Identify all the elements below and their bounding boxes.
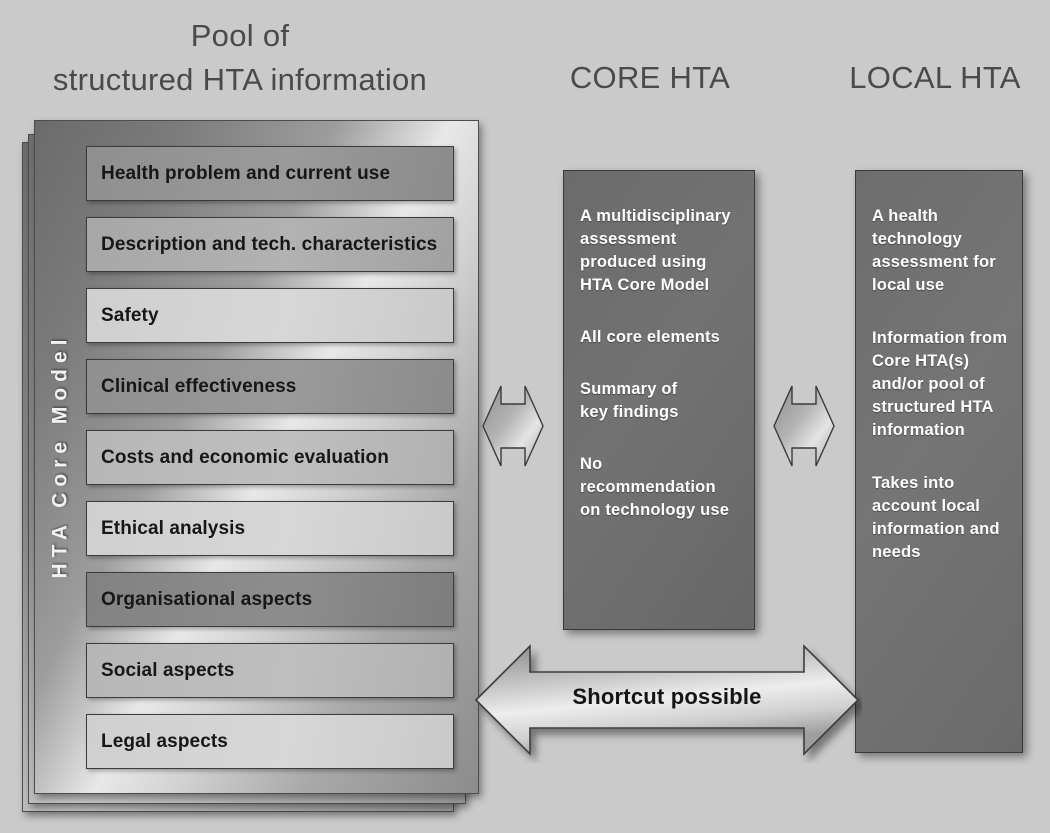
pool-row-label: Social aspects [101, 659, 235, 681]
pool-row-safety[interactable]: Safety [86, 288, 454, 343]
pool-row-label: Legal aspects [101, 730, 228, 752]
pool-panel-stack: HTA Core Model Health problem and curren… [22, 120, 479, 812]
double-arrow-icon [481, 378, 545, 474]
local-hta-block: A health technology assessment for local… [872, 207, 996, 294]
pool-row-label: Safety [101, 304, 159, 326]
pool-row-label: Costs and economic evaluation [101, 446, 389, 468]
core-hta-block: A multidisciplinary assessment produced … [580, 207, 731, 294]
core-hta-block: Summary of key findings [580, 380, 679, 421]
core-hta-panel[interactable]: A multidisciplinary assessment produced … [563, 170, 755, 630]
core-hta-block: All core elements [580, 328, 721, 346]
pool-row-clinical-effectiveness[interactable]: Clinical effectiveness [86, 359, 454, 414]
pool-row-costs[interactable]: Costs and economic evaluation [86, 430, 454, 485]
pool-row-label: Clinical effectiveness [101, 375, 297, 397]
local-hta-panel[interactable]: A health technology assessment for local… [855, 170, 1023, 753]
pool-row-organisational-aspects[interactable]: Organisational aspects [86, 572, 454, 627]
pool-row-legal-aspects[interactable]: Legal aspects [86, 714, 454, 769]
pool-row-label: Organisational aspects [101, 588, 313, 610]
pool-row-ethical-analysis[interactable]: Ethical analysis [86, 501, 454, 556]
pool-row-label: Health problem and current use [101, 162, 391, 184]
double-arrow-icon [772, 378, 836, 474]
local-hta-heading: LOCAL HTA [849, 60, 1021, 95]
local-hta-block: Information from Core HTA(s) and/or pool… [872, 329, 1008, 439]
local-hta-block: Takes into account local information and… [872, 474, 1000, 561]
pool-row-label: Description and tech. characteristics [101, 233, 438, 255]
pool-row-label: Ethical analysis [101, 517, 246, 539]
pool-heading: Pool of structured HTA information [0, 14, 480, 102]
pool-row-list: Health problem and current use Descripti… [86, 146, 454, 785]
pool-heading-line2: structured HTA information [52, 62, 428, 97]
shortcut-double-arrow-icon [472, 638, 862, 763]
pool-row-social-aspects[interactable]: Social aspects [86, 643, 454, 698]
core-hta-block: No recommendation on technology use [580, 455, 730, 519]
pool-row-health-problem[interactable]: Health problem and current use [86, 146, 454, 201]
pool-heading-line1: Pool of [190, 18, 290, 53]
pool-row-description[interactable]: Description and tech. characteristics [86, 217, 454, 272]
core-hta-heading: CORE HTA [569, 60, 731, 95]
